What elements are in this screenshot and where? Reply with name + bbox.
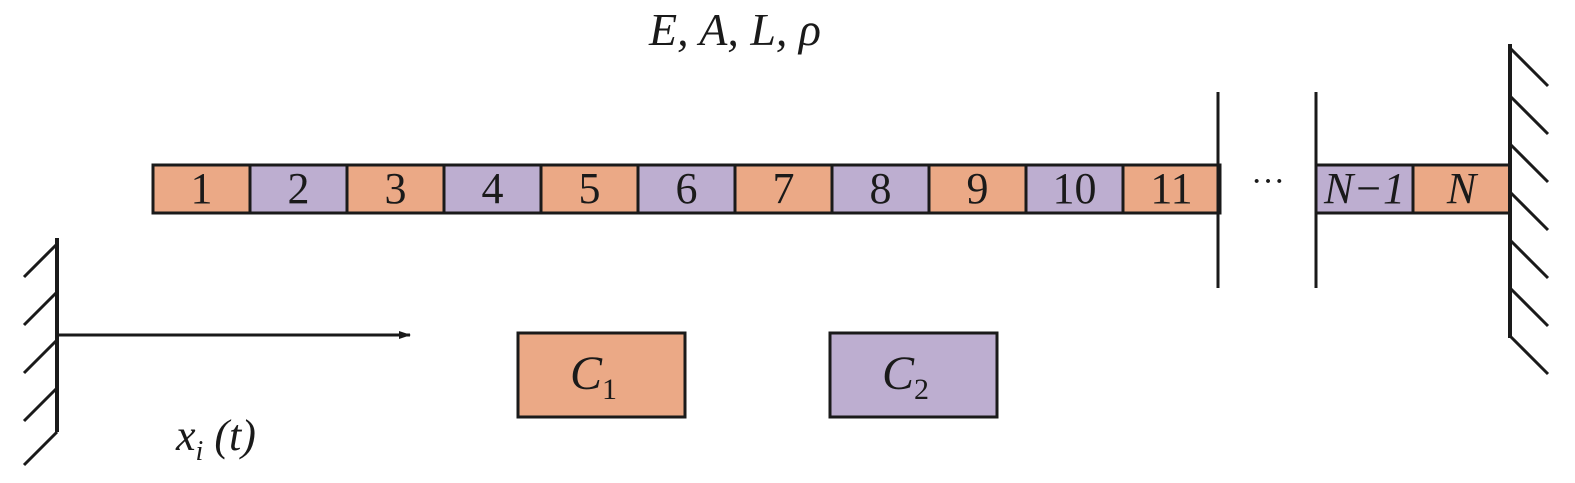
beam-segment-label: 9 [967, 164, 989, 213]
beam-segment: 10 [1024, 163, 1125, 215]
beam-segment-cell [1024, 163, 1125, 215]
beam-segment: 8 [830, 163, 931, 215]
beam-segment-label: 6 [676, 164, 698, 213]
beam-segment-label: 3 [385, 164, 407, 213]
beam-segment: 1 [151, 163, 252, 215]
beam-segment-cell [345, 163, 446, 215]
legend-item-c2: C2 [828, 331, 999, 419]
legend-label: C2 [882, 347, 929, 406]
beam-tail-segments: N−1 N [1314, 163, 1512, 215]
beam-segment: 6 [636, 163, 737, 215]
legend-swatch [516, 331, 687, 419]
beam-segment-cell [1121, 163, 1222, 215]
beam-segment-label: N [1446, 164, 1479, 213]
beam-segment-cell [248, 163, 349, 215]
beam-segment: 7 [733, 163, 834, 215]
beam-segment-cell [151, 163, 252, 215]
beam-segment-label: 11 [1150, 164, 1192, 213]
beam-segment: 3 [345, 163, 446, 215]
beam-segment: 9 [927, 163, 1028, 215]
beam-segment-label: 2 [288, 164, 310, 213]
beam-ellipsis: ··· [1251, 163, 1285, 200]
beam-segment-label: 4 [482, 164, 504, 213]
beam-segment: 2 [248, 163, 349, 215]
legend-swatch [828, 331, 999, 419]
beam-segment-cell [927, 163, 1028, 215]
beam-segment-label: 7 [773, 164, 795, 213]
input-displacement-label: xi (t) [175, 411, 256, 467]
material-legend: C1 C2 [516, 331, 999, 419]
legend-item-c1: C1 [516, 331, 687, 419]
legend-label: C1 [570, 347, 617, 406]
beam-segment: 5 [539, 163, 640, 215]
beam-segment-label: 8 [870, 164, 892, 213]
beam-segment: N [1411, 163, 1512, 215]
beam-segment-cell [733, 163, 834, 215]
beam-segment-label: 10 [1053, 164, 1097, 213]
beam-segment-cell [1411, 163, 1512, 215]
beam-segment: N−1 [1314, 163, 1415, 215]
beam-segment-cell [539, 163, 640, 215]
material-parameters-label: E, A, L, ρ [648, 4, 821, 55]
right-fixed-wall-icon [1508, 44, 1550, 376]
beam-segment-label: 1 [191, 164, 213, 213]
beam-segment: 11 [1121, 163, 1222, 215]
beam-segment: 4 [442, 163, 543, 215]
beam-segment-cell [830, 163, 931, 215]
left-fixed-wall-icon [22, 238, 59, 467]
beam-segment-label: N−1 [1323, 164, 1405, 213]
beam-segment-label: 5 [579, 164, 601, 213]
beam-segment-cell [1314, 163, 1415, 215]
beam-segments: 1 2 3 4 5 6 7 8 9 10 11 [151, 163, 1222, 215]
